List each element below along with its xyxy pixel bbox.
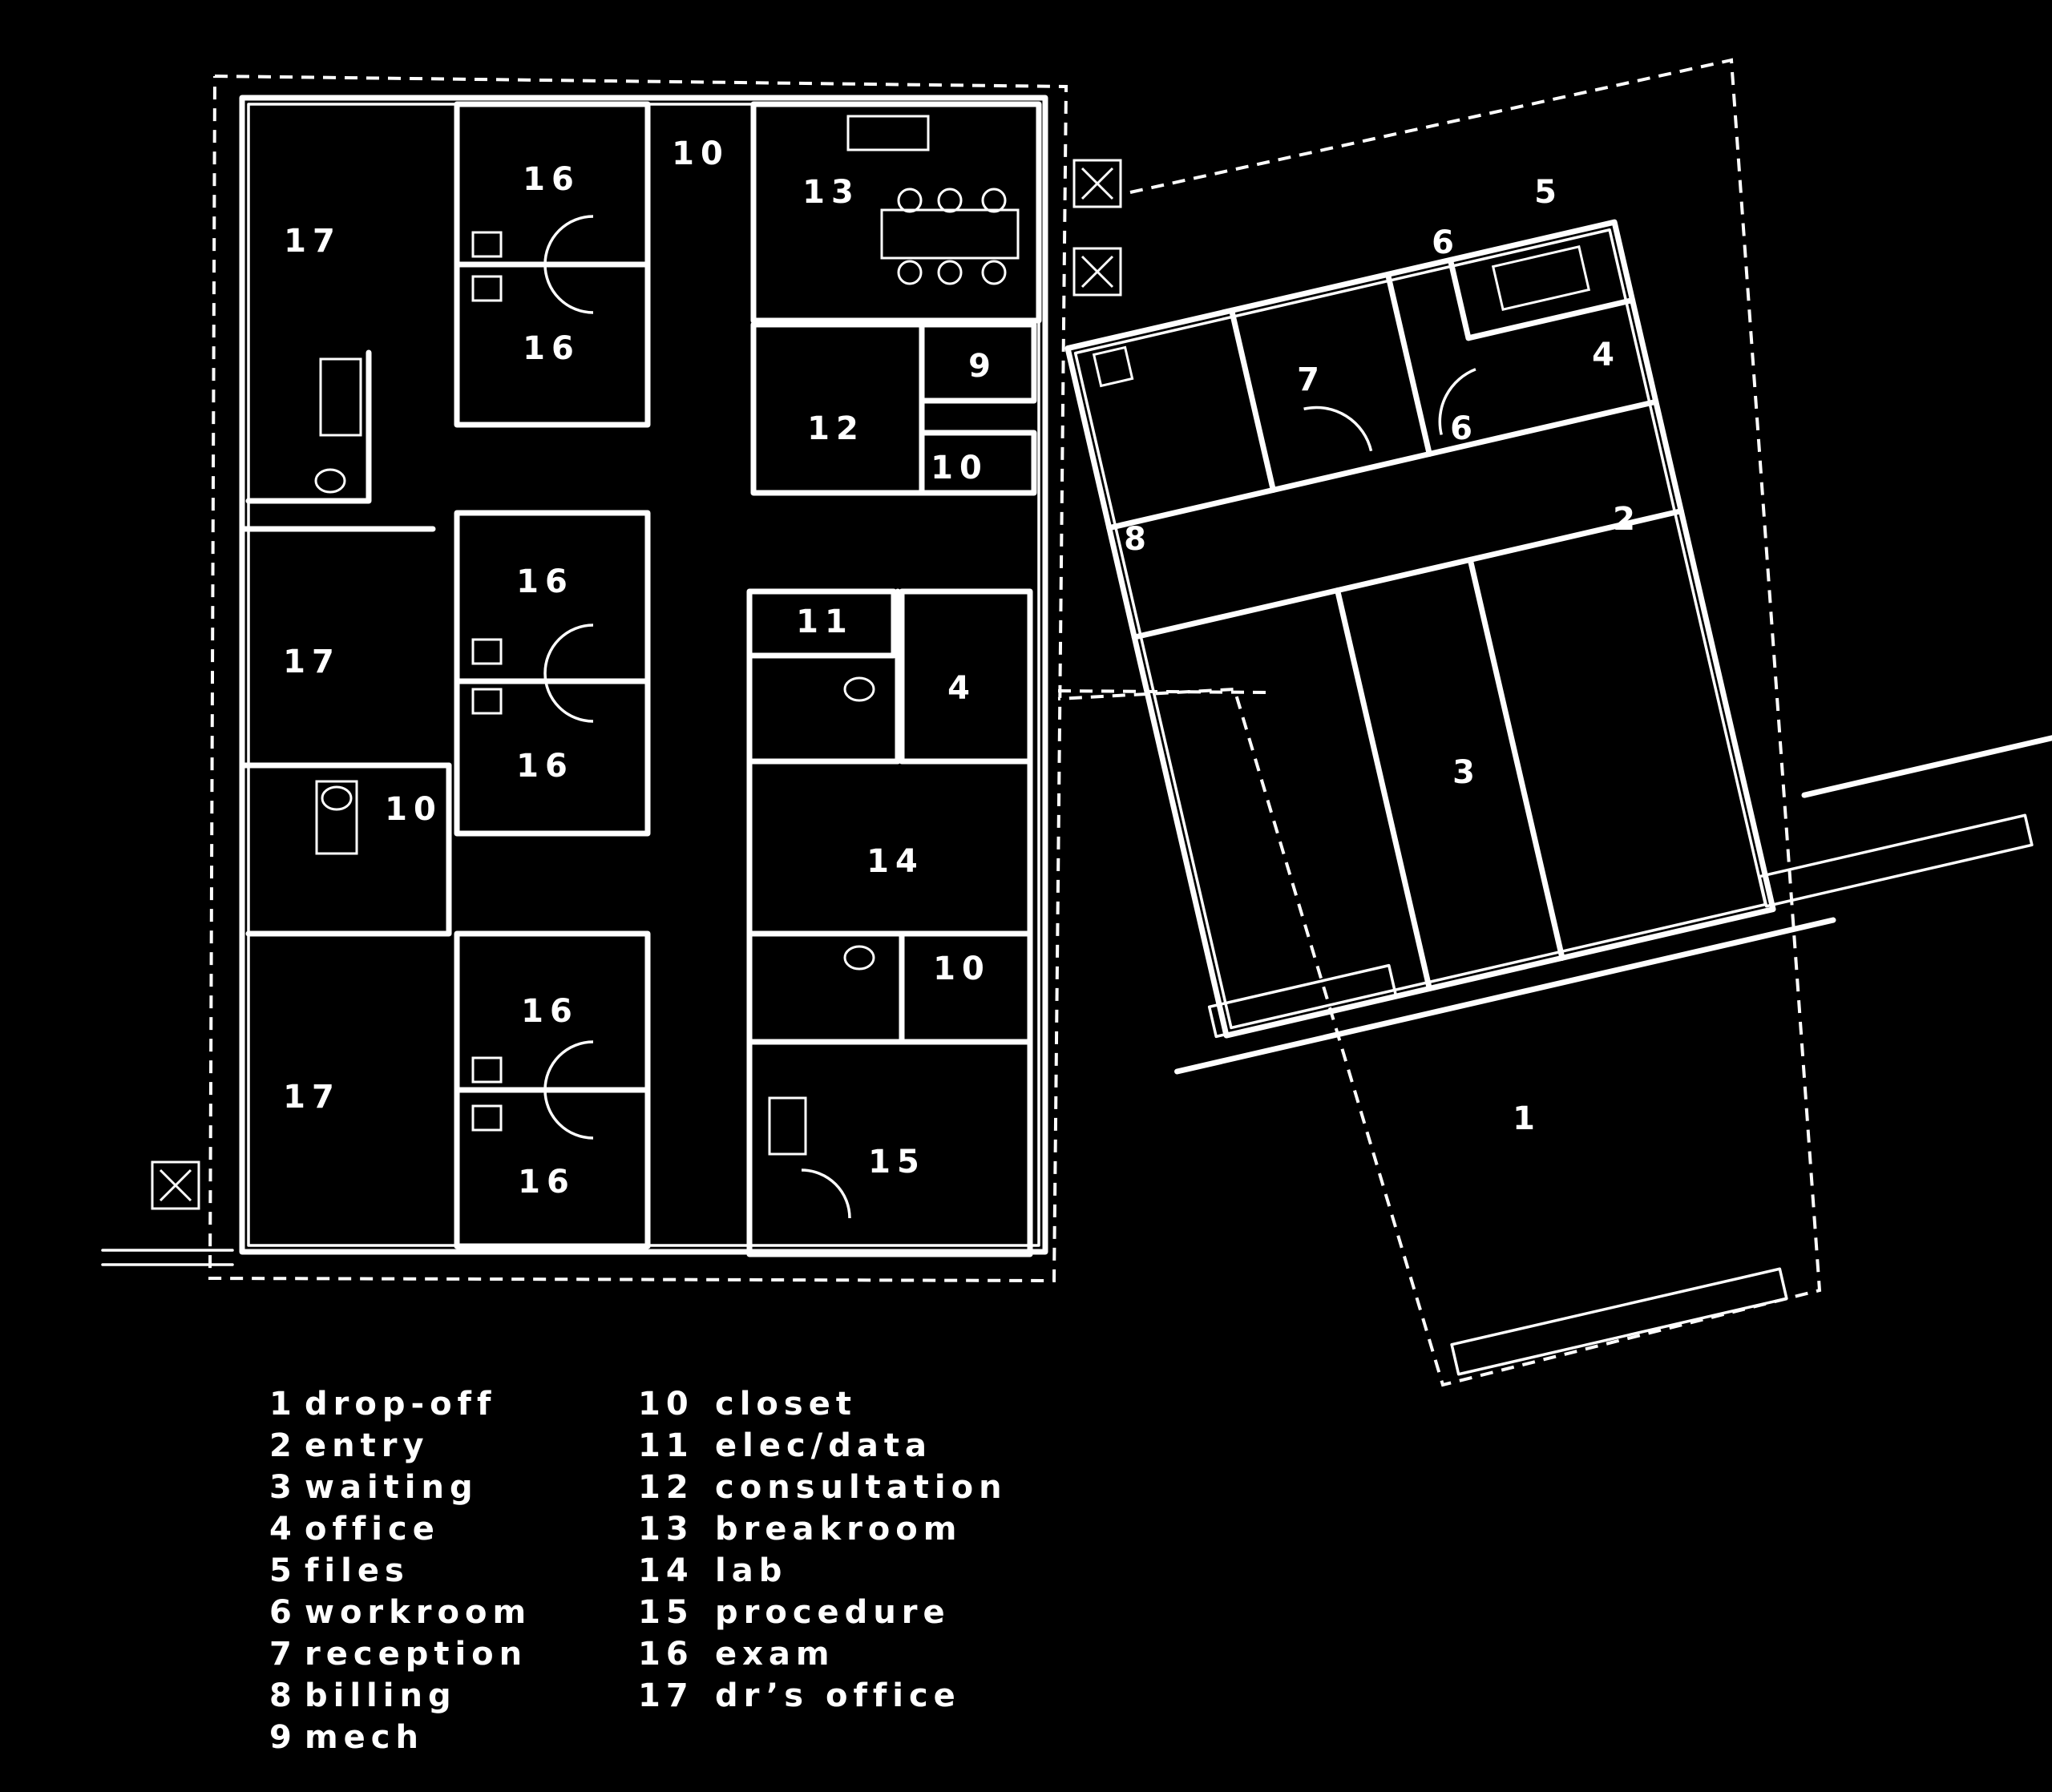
property-lines — [208, 58, 1822, 1387]
room-label-17-middle: 17 — [283, 644, 341, 680]
room-label-16-b: 16 — [523, 330, 580, 367]
room-label-15: 15 — [868, 1144, 926, 1181]
room-label-16-f: 16 — [518, 1164, 576, 1201]
room-label-11: 11 — [796, 603, 854, 640]
room-label-10-west: 10 — [385, 791, 442, 828]
room-label-8: 8 — [1124, 521, 1153, 558]
room-label-7: 7 — [1297, 361, 1326, 398]
room-label-17-south: 17 — [283, 1079, 341, 1116]
west-wing-walls — [239, 95, 1048, 1255]
room-label-1: 1 — [1513, 1100, 1541, 1137]
core-room-walls — [746, 101, 1042, 1257]
room-labels: 1 2 3 4 4 5 6 6 7 8 9 10 10 10 10 11 12 … — [283, 135, 1642, 1201]
room-label-3: 3 — [1452, 754, 1481, 791]
room-label-10-south: 10 — [933, 950, 991, 987]
canopy-bars — [101, 813, 2034, 1376]
room-label-16-a: 16 — [523, 161, 580, 198]
mechanical-units — [151, 159, 1122, 1210]
room-label-12: 12 — [807, 410, 865, 447]
room-label-14: 14 — [866, 843, 924, 880]
room-label-5: 5 — [1534, 174, 1563, 211]
room-label-13: 13 — [802, 174, 860, 211]
room-label-9: 9 — [968, 348, 997, 385]
room-label-4-core: 4 — [947, 670, 976, 707]
room-label-6-north: 6 — [1432, 224, 1460, 261]
room-label-16-c: 16 — [516, 563, 574, 600]
room-label-17-north: 17 — [284, 223, 341, 260]
room-label-10-core: 10 — [931, 450, 988, 486]
room-label-4-east: 4 — [1592, 337, 1621, 373]
room-label-16-e: 16 — [521, 993, 579, 1030]
drs-office-partitions — [239, 349, 452, 937]
exam-room-walls — [454, 101, 651, 1249]
room-label-2: 2 — [1613, 501, 1642, 538]
room-label-10-north: 10 — [672, 135, 729, 172]
room-label-16-d: 16 — [516, 748, 574, 785]
east-wing-walls — [1064, 219, 2052, 1075]
room-label-6-south: 6 — [1450, 410, 1479, 447]
